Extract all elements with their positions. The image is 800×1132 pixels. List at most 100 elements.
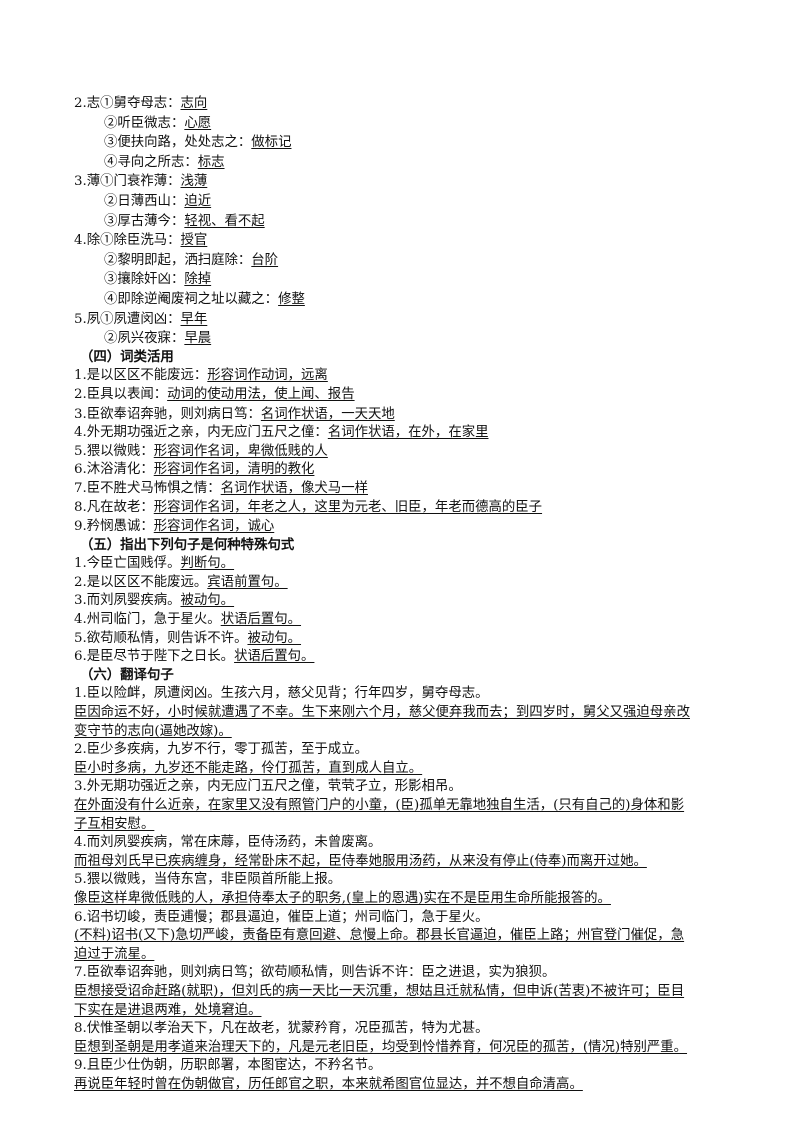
- meaning-item: ②夙兴夜寐：早晨: [0, 329, 800, 349]
- translation-span: 下实在是进退两难，处境窘迫。: [74, 1002, 262, 1018]
- usage-item: 7.臣不胜犬马怖惧之情：名词作状语，像犬马一样: [0, 480, 800, 499]
- usage-answer: 形容词作名词，诚心: [153, 519, 275, 535]
- translation-list: 1.臣以险衅，夙遭闵凶。生孩六月，慈父见背；行年四岁，舅夺母志。臣因命运不好，小…: [0, 685, 800, 1094]
- translation-span: 在外面没有什么近亲，在家里又没有照管门户的小童，(臣)孤单无靠地独自生活，(只有…: [74, 797, 685, 813]
- meaning-answer: 早年: [180, 311, 208, 327]
- translation-text: 再说臣年轻时曾在伪朝做官，历任郎官之职，本来就希图官位显达，并不想自命清高。: [0, 1076, 800, 1095]
- translation-span: (不料)诏书(又下)急切严峻，责备臣有意回避、怠慢上命。郡县长官逼迫，催臣上路；…: [74, 928, 685, 944]
- usage-answer: 形容词作动词，远离: [207, 368, 328, 384]
- usage-sentence: 3.臣欲奉诏奔驰，则刘病日笃：: [74, 406, 261, 422]
- usage-sentence: 1.是以区区不能废远：: [74, 368, 208, 384]
- translation-span: 臣想到圣朝是用孝道来治理天下的，凡是元老旧臣，均受到怜惜养育，何况臣的孤苦，(情…: [74, 1039, 688, 1055]
- meaning-answer: 志向: [180, 96, 208, 111]
- meaning-answer: 台阶: [251, 252, 279, 268]
- pattern-answer: 状语后置句。: [220, 612, 302, 628]
- pattern-sentence: 4.州司临门，急于星火。: [74, 612, 221, 628]
- translation-text: 臣小时多病，九岁还不能走路，伶仃孤苦，直到成人自立。: [0, 760, 800, 779]
- source-sentence: 2.臣少多疾病，九岁不行，零丁孤苦，至于成立。: [74, 742, 368, 758]
- meaning-question: ③攘除奸凶：: [104, 272, 185, 288]
- pattern-answer: 宾语前置句。: [207, 574, 288, 590]
- pattern-answer: 状语后置句。: [234, 649, 315, 665]
- source-sentence: 6.诏书切峻，责臣逋慢；郡县逼迫，催臣上道；州司临门，急于星火。: [74, 909, 489, 925]
- translation-span: 变守节的志向(逼她改嫁)。: [74, 723, 232, 739]
- translation-text: 变守节的志向(逼她改嫁)。: [0, 723, 800, 742]
- pattern-item: 3.而刘夙婴疾病。被动句。: [0, 592, 800, 611]
- usage-answer: 动词的使动用法，使上闻、报告: [167, 386, 355, 402]
- meaning-question: 3.薄①门衰祚薄：: [74, 174, 181, 190]
- meaning-answer: 授官: [180, 233, 208, 249]
- meaning-item: 5.夙①夙遭闵凶：早年: [0, 310, 800, 330]
- translation-span: 子互相安慰。: [74, 816, 155, 832]
- usage-sentence: 6.沐浴清化：: [74, 462, 154, 478]
- translation-text: 臣想接受诏命赶路(就职)，但刘氏的病一天比一天沉重，想姑且迁就私情，但申诉(苦衷…: [0, 983, 800, 1002]
- meaning-question: 4.除①除臣洗马：: [74, 233, 181, 249]
- usage-sentence: 7.臣不胜犬马怖惧之情：: [74, 480, 221, 496]
- pattern-item: 2.是以区区不能废远。宾语前置句。: [0, 574, 800, 593]
- meaning-question: ②日薄西山：: [104, 193, 185, 209]
- section-5-title: （五）指出下列句子是何种特殊句式: [80, 537, 295, 553]
- pattern-item: 5.欲苟顺私情，则告诉不许。被动句。: [0, 630, 800, 649]
- usage-item: 5.猥以微贱：形容词作名词，卑微低贱的人: [0, 443, 800, 462]
- source-sentence: 1.臣以险衅，夙遭闵凶。生孩六月，慈父见背；行年四岁，舅夺母志。: [74, 686, 489, 702]
- meaning-item: ②听臣微志：心愿: [0, 114, 800, 134]
- meaning-answer: 迫近: [184, 193, 212, 209]
- pattern-answer: 被动句。: [180, 593, 235, 609]
- meaning-question: 5.夙①夙遭闵凶：: [74, 311, 181, 327]
- meaning-question: ④即除逆阉废祠之址以藏之：: [104, 291, 279, 307]
- usage-sentence: 8.凡在故老：: [74, 500, 154, 516]
- meaning-item: ②黎明即起，洒扫庭除：台阶: [0, 251, 800, 271]
- translation-text: 而祖母刘氏早已疾病缠身，经常卧床不起，臣侍奉她服用汤药，从来没有停止(侍奉)而离…: [0, 853, 800, 872]
- usage-answer: 名词作状语，像犬马一样: [220, 480, 368, 496]
- section-4-title: （四）词类活用: [80, 349, 174, 365]
- usage-answer: 名词作状语，在外，在家里: [327, 425, 489, 441]
- translation-span: 臣小时多病，九岁还不能走路，伶仃孤苦，直到成人自立。: [74, 760, 423, 776]
- translation-span: 像臣这样卑微低贱的人，承担侍奉太子的职务,(皇上的恩遇)实在不是臣用生命所能报答…: [74, 890, 611, 906]
- meaning-answer: 轻视、看不起: [184, 213, 265, 229]
- usage-sentence: 4.外无期功强近之亲，内无应门五尺之僮：: [74, 425, 328, 441]
- meaning-item: ③厚古薄今：轻视、看不起: [0, 212, 800, 232]
- translation-text: 像臣这样卑微低贱的人，承担侍奉太子的职务,(皇上的恩遇)实在不是臣用生命所能报答…: [0, 890, 800, 909]
- pattern-item: 1.今臣亡国贱俘。判断句。: [0, 555, 800, 574]
- usage-item: 1.是以区区不能废远：形容词作动词，远离: [0, 367, 800, 386]
- usage-item: 3.臣欲奉诏奔驰，则刘病日笃：名词作状语，一天天地: [0, 405, 800, 425]
- source-sentence: 9.且臣少仕伪朝，历职郎署，本图宦达，不矜名节。: [74, 1058, 382, 1074]
- translation-span: 臣因命运不好，小时候就遭遇了不幸。生下来刚六个月，慈父便弃我而去；到四岁时，舅父…: [74, 705, 690, 720]
- source-sentence: 4.而刘夙婴疾病，常在床蓐，臣侍汤药，未曾废离。: [74, 835, 382, 851]
- meaning-answer: 标志: [197, 154, 225, 170]
- pattern-sentence: 5.欲苟顺私情，则告诉不许。: [74, 630, 248, 646]
- usage-item: 2.臣具以表闻：动词的使动用法，使上闻、报告: [0, 386, 800, 405]
- translation-text: 子互相安慰。: [0, 816, 800, 835]
- translation-text: 臣想到圣朝是用孝道来治理天下的，凡是元老旧臣，均受到怜惜养育，何况臣的孤苦，(情…: [0, 1039, 800, 1058]
- usage-item: 9.矜悯愚诚：形容词作名词，诚心: [0, 518, 800, 537]
- meaning-item: ③便扶向路，处处志之：做标记: [0, 133, 800, 153]
- translation-text: (不料)诏书(又下)急切严峻，责备臣有意回避、怠慢上命。郡县长官逼迫，催臣上路；…: [0, 927, 800, 946]
- translation-span: 臣想接受诏命赶路(就职)，但刘氏的病一天比一天沉重，想姑且迁就私情，但申诉(苦衷…: [74, 983, 685, 999]
- meaning-answer: 除掉: [184, 272, 212, 288]
- meaning-question: ④寻向之所志：: [104, 154, 198, 170]
- pattern-answer: 判断句。: [180, 556, 235, 572]
- usage-item: 4.外无期功强近之亲，内无应门五尺之僮：名词作状语，在外，在家里: [0, 424, 800, 443]
- meaning-item: 3.薄①门衰祚薄：浅薄: [0, 172, 800, 192]
- meaning-item: ②日薄西山：迫近: [0, 192, 800, 212]
- usage-answer: 形容词作名词，年老之人，这里为元老、旧臣，年老而德高的臣子: [153, 500, 543, 516]
- meaning-item: ③攘除奸凶：除掉: [0, 270, 800, 290]
- usage-answer: 名词作状语，一天天地: [260, 406, 395, 422]
- meaning-answer: 心愿: [184, 115, 212, 131]
- pattern-sentence: 1.今臣亡国贱俘。: [74, 556, 181, 572]
- translation-span: 再说臣年轻时曾在伪朝做官，历任郎官之职，本来就希图官位显达，并不想自命清高。: [74, 1076, 583, 1092]
- usage-answer: 形容词作名词，清明的教化: [153, 462, 315, 478]
- meaning-item: ④寻向之所志：标志: [0, 153, 800, 173]
- translation-text: 迫过于流星。: [0, 946, 800, 965]
- translation-text: 臣因命运不好，小时候就遭遇了不幸。生下来刚六个月，慈父便弃我而去；到四岁时，舅父…: [0, 704, 800, 723]
- pattern-item: 6.是臣尽节于陛下之日长。状语后置句。: [0, 648, 800, 667]
- translation-span: 而祖母刘氏早已疾病缠身，经常卧床不起，臣侍奉她服用汤药，从来没有停止(侍奉)而离…: [74, 853, 647, 869]
- usage-sentence: 9.矜悯愚诚：: [74, 519, 154, 535]
- pattern-sentence: 2.是以区区不能废远。: [74, 574, 208, 590]
- pattern-item: 4.州司临门，急于星火。状语后置句。: [0, 611, 800, 630]
- usage-sentence: 5.猥以微贱：: [74, 443, 154, 459]
- meaning-question: ②听臣微志：: [104, 115, 185, 131]
- meaning-question: ②夙兴夜寐：: [104, 331, 185, 347]
